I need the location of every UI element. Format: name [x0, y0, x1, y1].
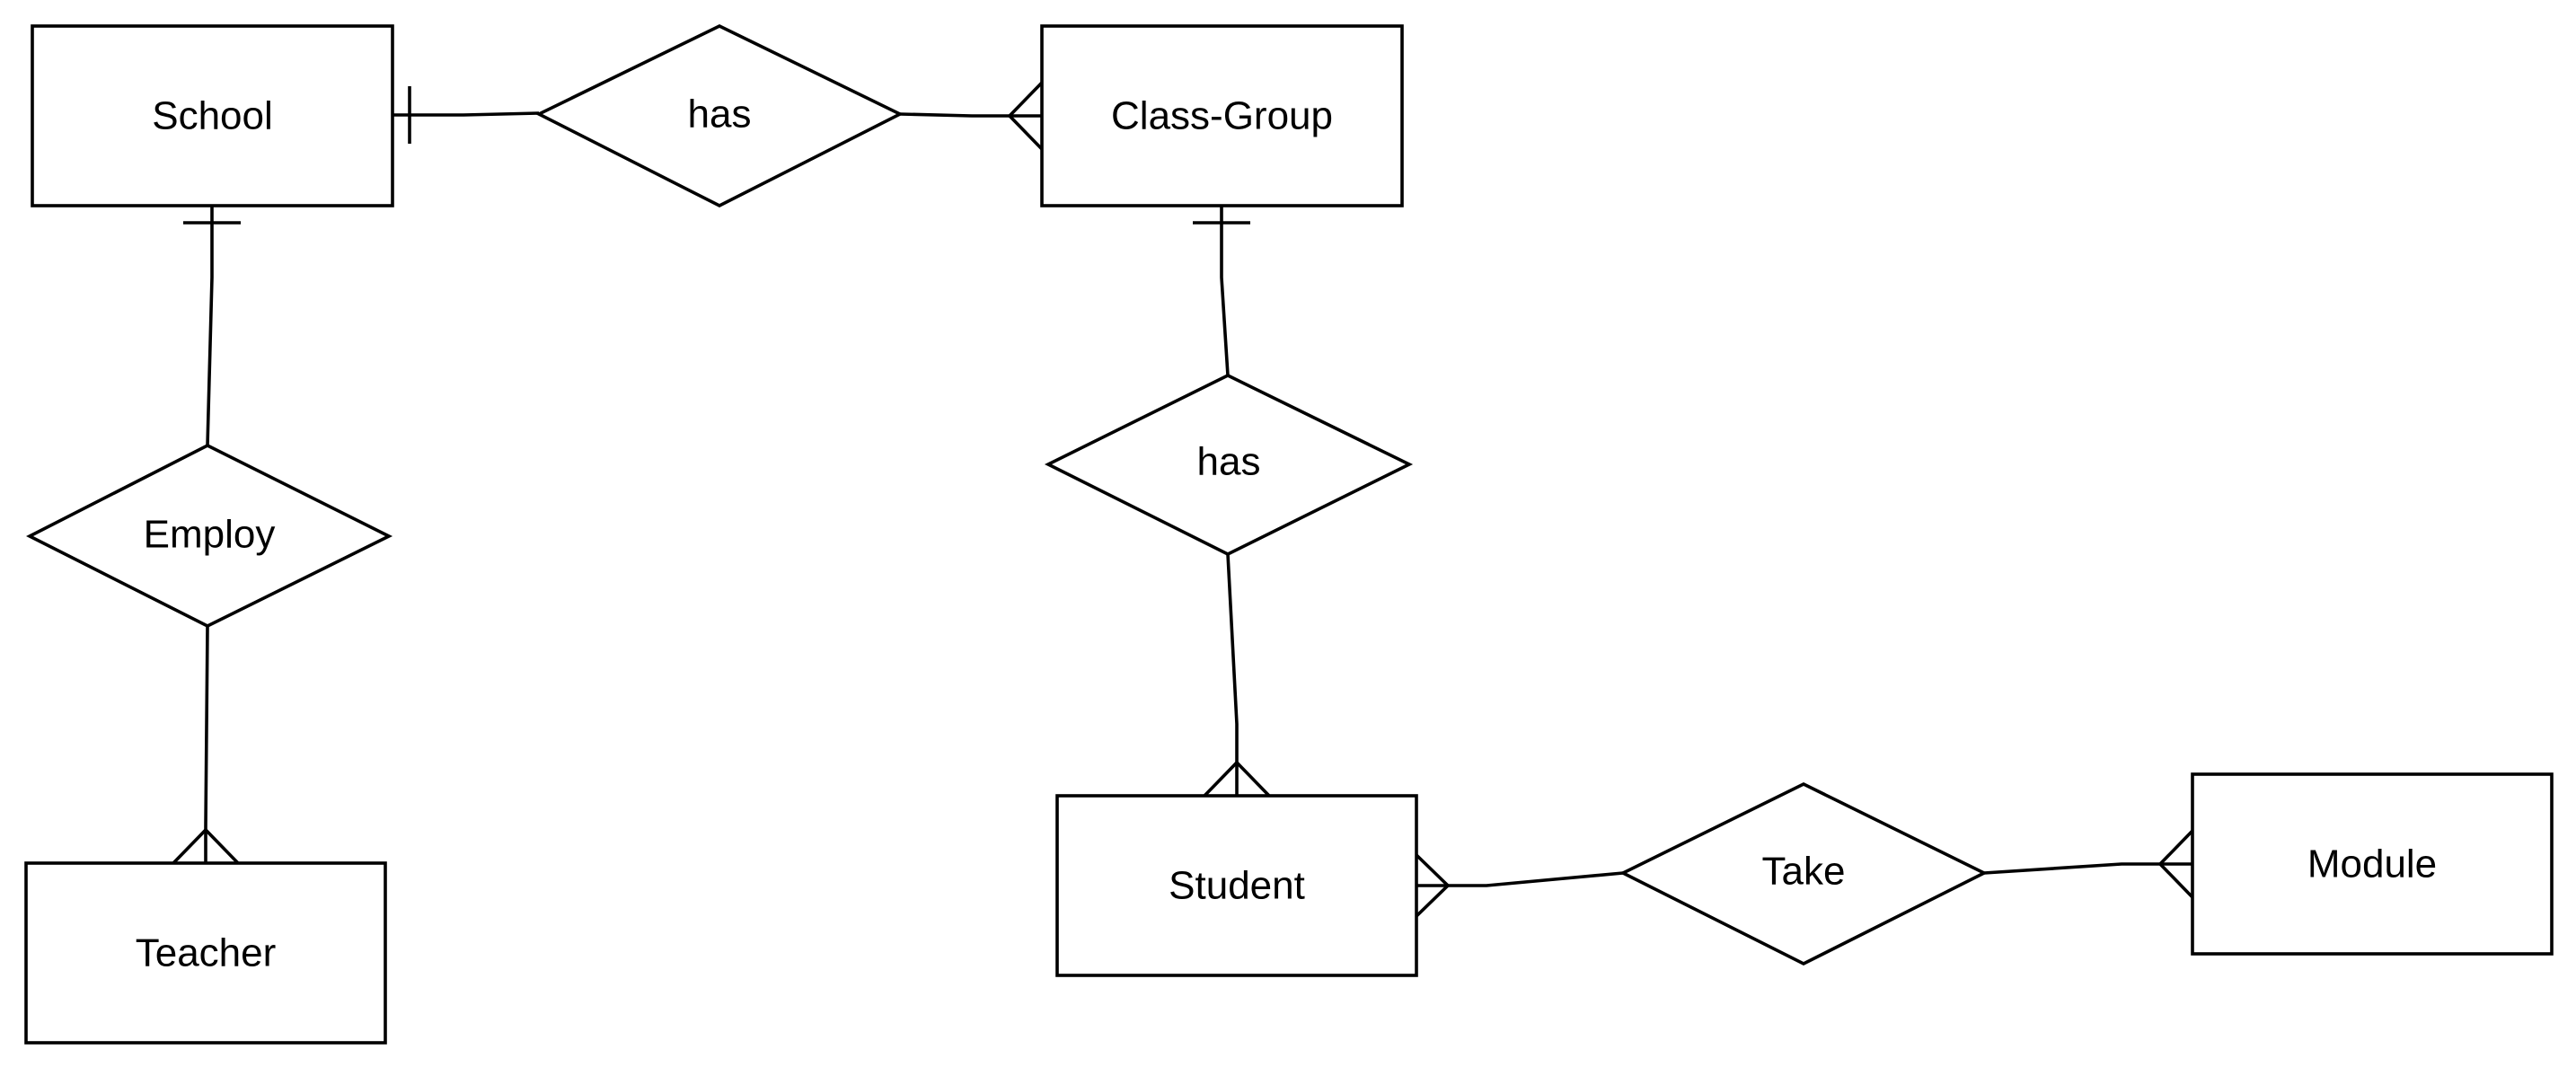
cardinality-many-mark — [1415, 853, 1451, 918]
entity-label: Class-Group — [1111, 94, 1333, 138]
entity-label: Module — [2307, 842, 2437, 886]
connector-employ-teacher — [172, 625, 240, 865]
entity-label: Teacher — [136, 931, 277, 975]
connector-class-group-has — [1193, 206, 1250, 376]
connector-school-employ — [183, 206, 241, 446]
connector-school-has — [393, 86, 540, 144]
connector-take-module — [1983, 829, 2194, 899]
connector-student-take — [1415, 853, 1624, 918]
relationship-label: has — [688, 93, 752, 137]
relationship-student-take-module[interactable]: Take — [1619, 781, 1989, 966]
relationship-label: Employ — [144, 513, 276, 557]
connector-has-student — [1203, 553, 1271, 798]
cardinality-many-mark — [1007, 81, 1044, 151]
relationship-school-employ-teacher[interactable]: Employ — [26, 443, 393, 629]
connector-has-class-group — [899, 81, 1044, 151]
relationship-label: has — [1197, 440, 1261, 484]
entity-module[interactable]: Module — [2191, 772, 2554, 956]
entity-teacher[interactable]: Teacher — [24, 861, 387, 1045]
relationship-school-has-class-group[interactable]: has — [534, 23, 904, 208]
entity-class-group[interactable]: Class-Group — [1040, 24, 1404, 207]
entity-label: School — [152, 94, 273, 138]
cardinality-many-mark — [2157, 829, 2194, 899]
cardinality-many-mark — [1203, 760, 1271, 798]
entity-label: Student — [1169, 864, 1305, 908]
cardinality-many-mark — [172, 827, 240, 865]
entity-school[interactable]: School — [31, 24, 394, 207]
relationship-class-group-has-student[interactable]: has — [1044, 373, 1414, 557]
relationship-label: Take — [1762, 850, 1846, 894]
entity-student[interactable]: Student — [1055, 794, 1418, 977]
